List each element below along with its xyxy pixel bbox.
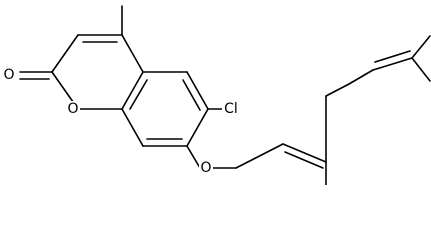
bond-c5-c6-double — [182, 79, 201, 111]
bond-c4a-c8a — [121, 71, 144, 110]
carbonyl-oxygen-label: O — [2, 66, 17, 84]
structure-diagram: O O Cl O — [2, 5, 431, 185]
ring-oxygen-text: O — [67, 101, 78, 117]
bond-ch2-ch — [235, 143, 284, 169]
chlorine-text: Cl — [224, 101, 238, 117]
bond-c8a-c4a-double — [129, 79, 148, 110]
bond-c5-c6-chain — [348, 69, 374, 85]
bond-c6-c7-chain-double — [374, 50, 411, 63]
bond-c6-c7-chain — [372, 57, 413, 71]
bond-c6-c7 — [186, 108, 209, 147]
bond-c4-c5-chain — [325, 83, 350, 97]
bond-c5-c6 — [186, 71, 209, 110]
bond-c2-c3 — [51, 34, 79, 73]
bond-c7-methyl-up — [411, 35, 431, 59]
ether-oxygen-label: O — [199, 160, 213, 177]
bond-c7-methyl-down — [411, 57, 431, 82]
bond-c8-c8a — [121, 108, 144, 147]
ring-oxygen-label: O — [66, 101, 80, 118]
carbonyl-oxygen-text: O — [3, 67, 14, 83]
chlorine-label: Cl — [222, 99, 242, 118]
ether-oxygen-text: O — [200, 160, 211, 176]
bond-ch-c3 — [282, 143, 327, 163]
bond-c7-o — [186, 145, 201, 169]
bond-ch-c3-double — [284, 151, 324, 169]
bond-c4-c4a — [121, 34, 144, 73]
structure-canvas: O O Cl O — [2, 5, 431, 185]
